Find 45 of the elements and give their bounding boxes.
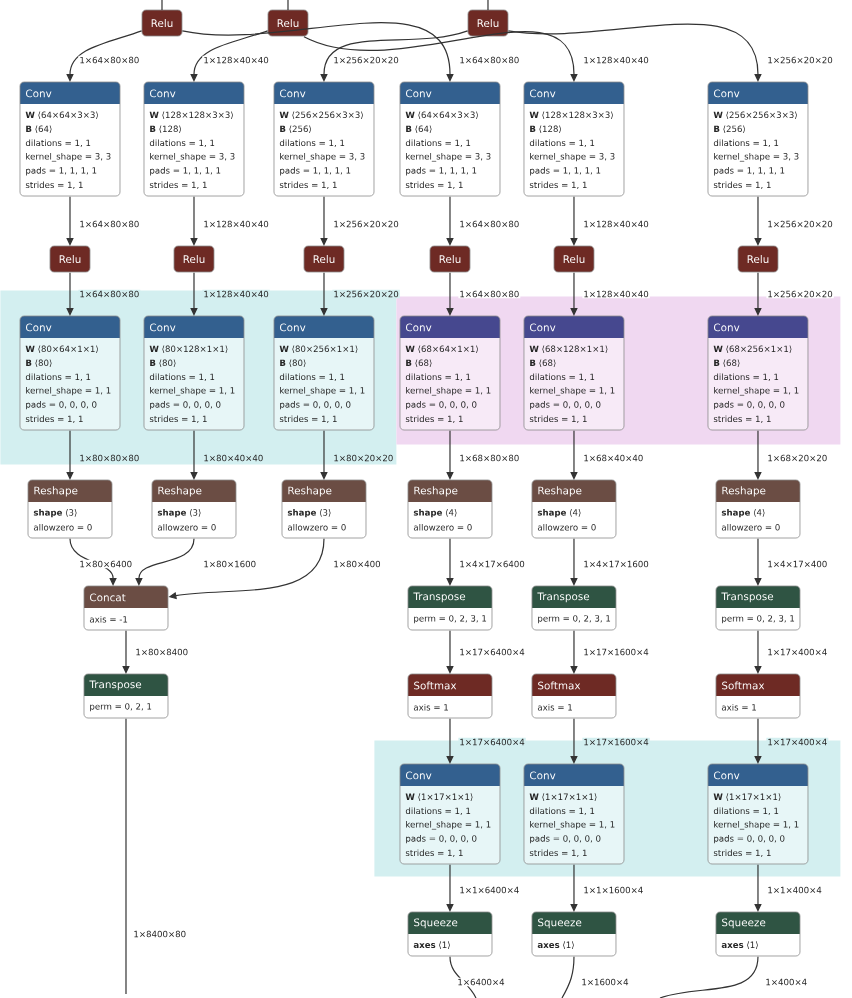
arrow	[446, 718, 454, 764]
arrow	[754, 196, 762, 246]
arrow	[507, 23, 762, 82]
arrow	[570, 718, 578, 764]
arrow	[754, 630, 762, 674]
arrow	[320, 272, 328, 316]
arrow	[446, 538, 454, 586]
arrow	[190, 430, 198, 480]
connector-line	[125, 718, 127, 995]
arrow	[570, 630, 578, 674]
arrow	[320, 30, 469, 82]
arrow	[303, 31, 578, 82]
arrow	[446, 864, 454, 912]
arrow	[570, 538, 578, 586]
arrow	[570, 272, 578, 316]
connector-line	[161, 0, 163, 11]
arrow	[570, 864, 578, 912]
connector-line	[287, 0, 289, 11]
arrow	[66, 30, 143, 82]
arrow	[754, 272, 762, 316]
arrow	[190, 30, 269, 82]
arrow	[135, 538, 195, 586]
arrow	[570, 430, 578, 480]
arrow	[122, 630, 130, 674]
arrow	[181, 22, 454, 82]
arrow	[320, 430, 328, 480]
connector-line	[659, 956, 759, 998]
connector-line	[561, 956, 575, 998]
arrow	[446, 196, 454, 246]
arrow	[446, 430, 454, 480]
arrow	[754, 538, 762, 586]
arrow	[446, 272, 454, 316]
connector-line	[487, 0, 489, 11]
arrow	[69, 538, 117, 586]
arrow	[754, 864, 762, 912]
arrow	[446, 630, 454, 674]
arrow	[190, 272, 198, 316]
arrow	[66, 272, 74, 316]
arrow	[66, 430, 74, 480]
arrow	[570, 196, 578, 246]
arrow	[754, 718, 762, 764]
arrow	[754, 430, 762, 480]
arrow	[190, 196, 198, 246]
arrow	[66, 196, 74, 246]
arrow	[320, 196, 328, 246]
